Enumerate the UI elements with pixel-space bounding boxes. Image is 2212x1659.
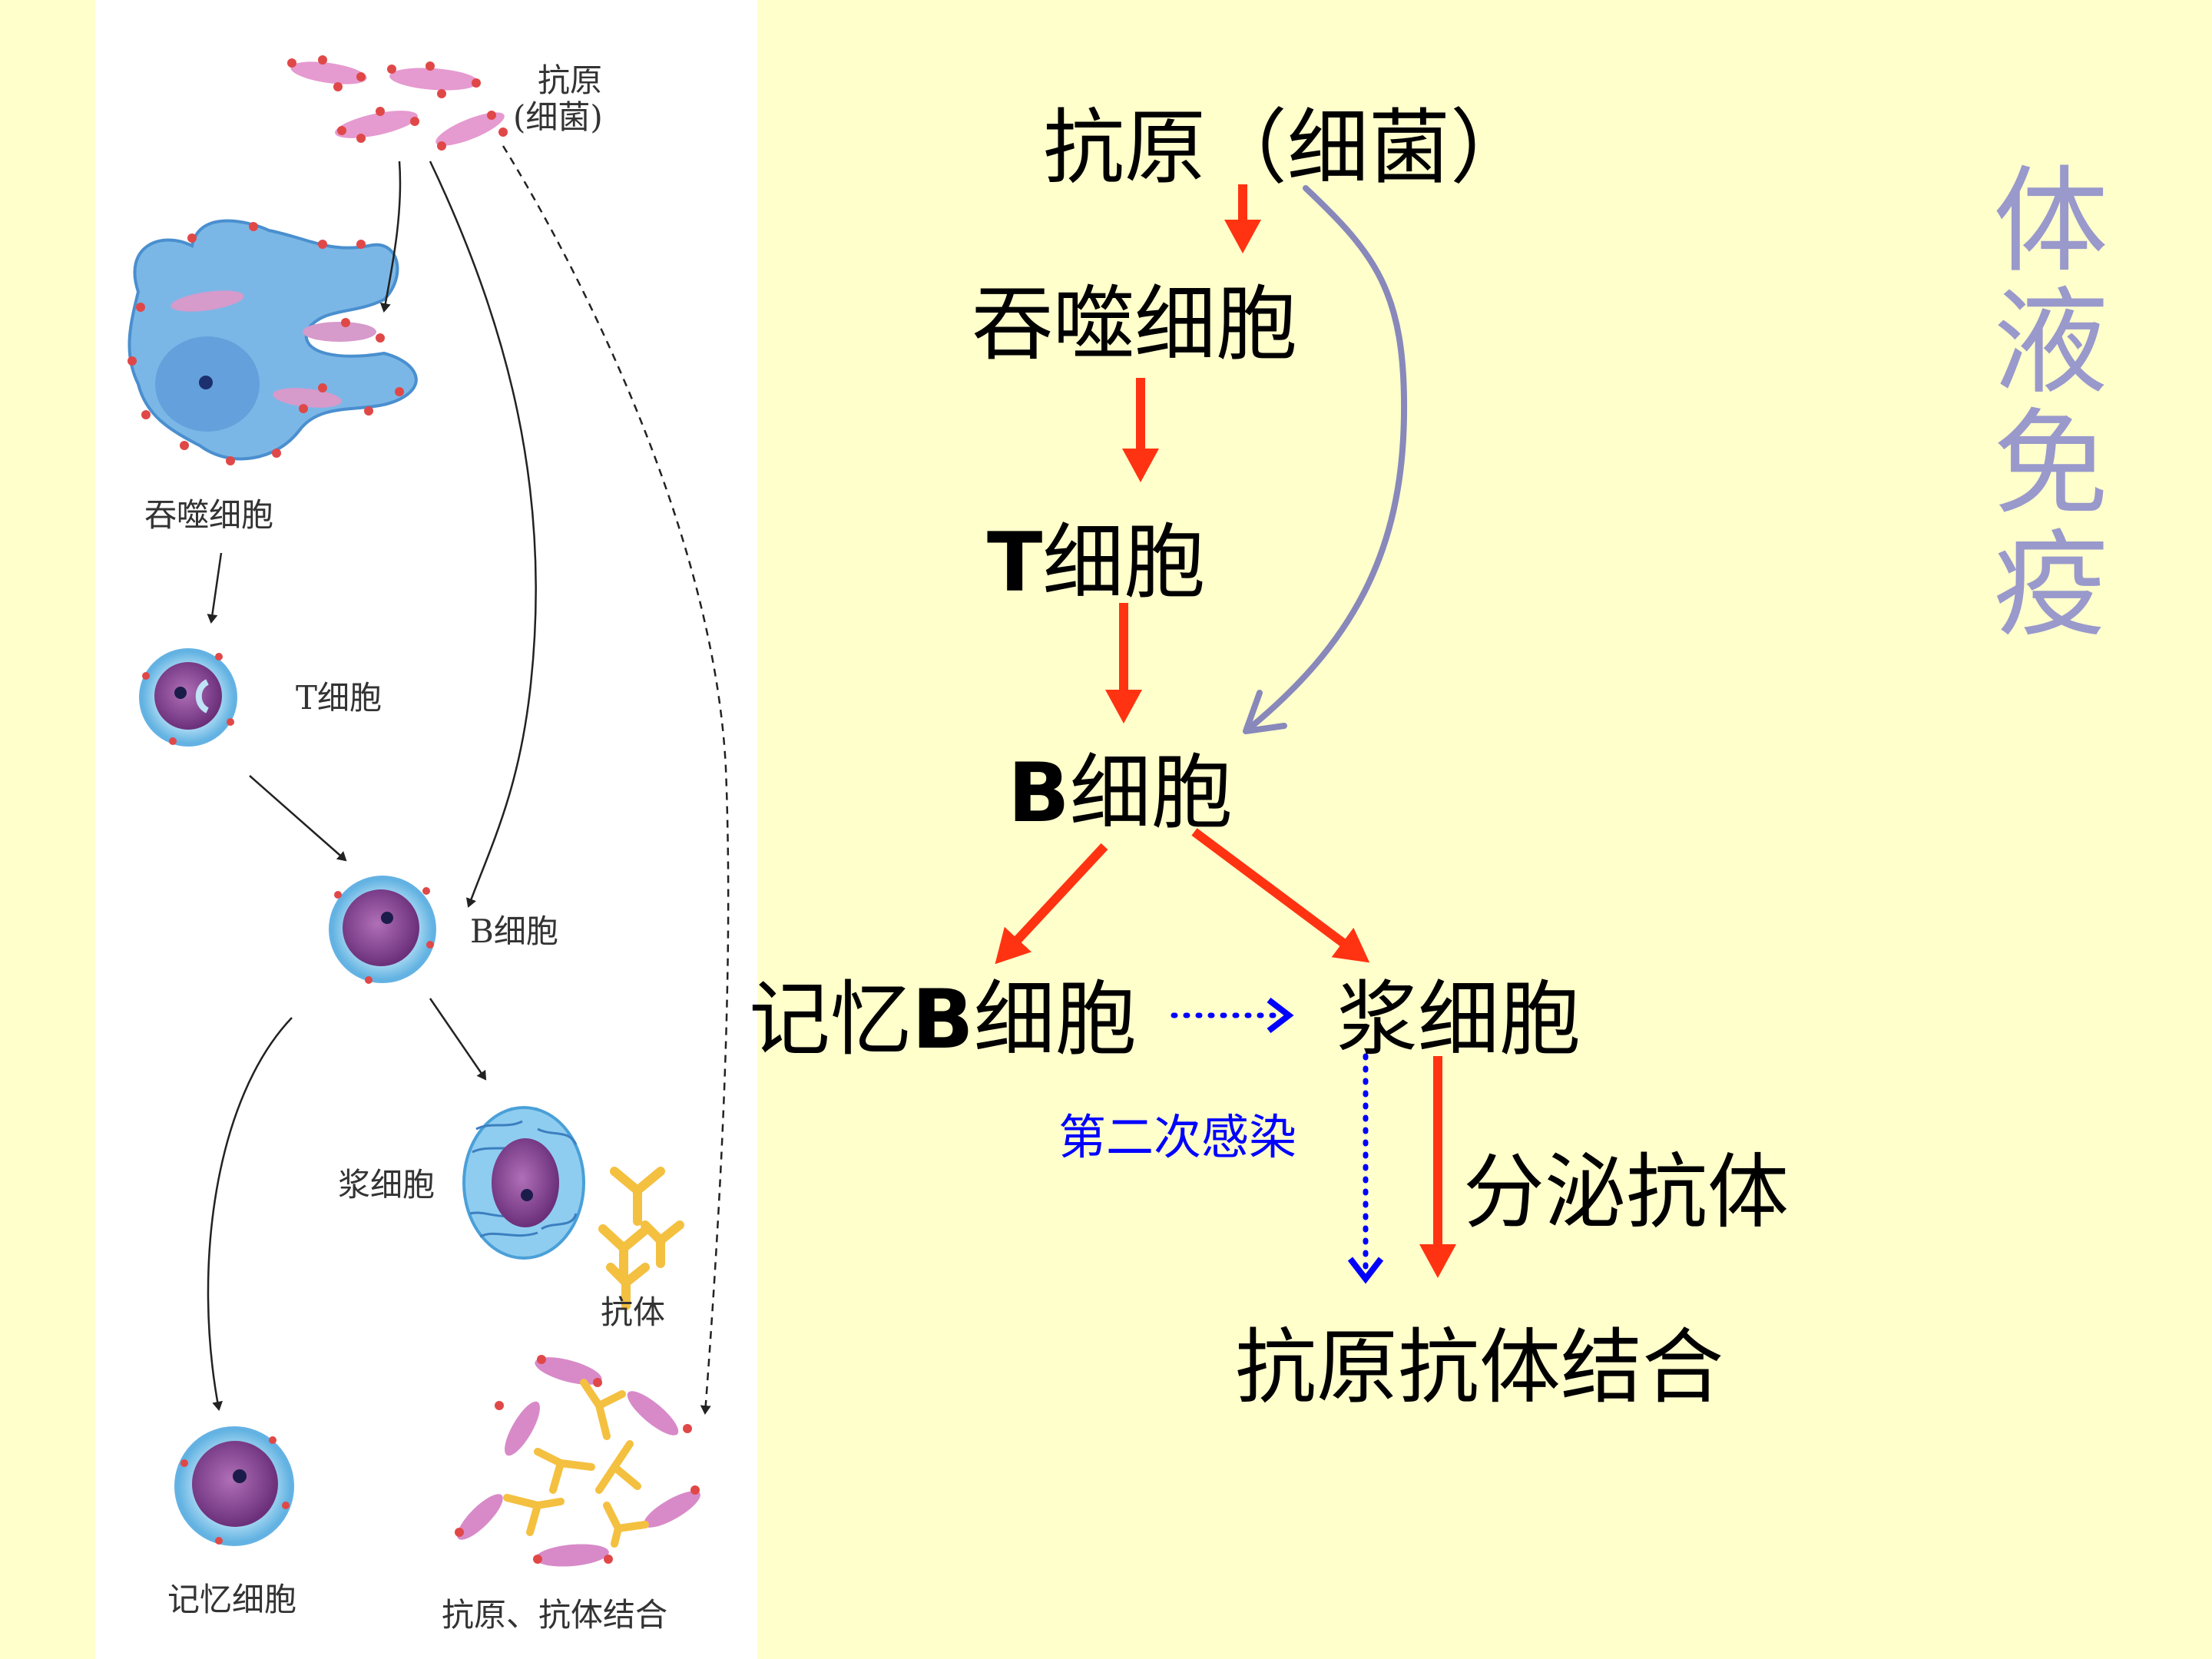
fig-label-antigen: 抗原 <box>538 61 603 99</box>
arrow-b-cell-to-plasma <box>1191 828 1370 963</box>
b-cell-icon <box>329 876 436 984</box>
slide-title: 体液免疫 <box>1992 155 2108 653</box>
fig-label-antigen-bacteria: (细菌) <box>513 98 603 136</box>
fig-label-phagocyte: 吞噬细胞 <box>144 496 274 534</box>
antibody-icon <box>598 1167 684 1310</box>
fig-label-plasma-cell: 浆细胞 <box>338 1166 435 1204</box>
label-secrete-antibody: 分泌抗体 <box>1463 1145 1789 1240</box>
node-antigen: 抗原（细菌） <box>1043 101 1532 195</box>
node-memory-b-cell: 记忆B细胞 <box>749 972 1137 1067</box>
label-second-infection: 第二次感染 <box>1058 1109 1297 1165</box>
t-cell-icon <box>139 648 237 747</box>
fig-label-antigen-antibody-binding: 抗原、抗体结合 <box>442 1596 668 1634</box>
phagocyte-icon <box>127 219 418 465</box>
node-t-cell: T细胞 <box>987 515 1206 610</box>
illustration-arrows <box>207 145 730 1415</box>
node-b-cell: B细胞 <box>1008 746 1233 840</box>
node-plasma-cell: 浆细胞 <box>1336 972 1581 1067</box>
fig-label-memory-cell: 记忆细胞 <box>167 1581 297 1618</box>
plasma-cell-icon <box>462 1106 585 1260</box>
arrow-b-cell-to-memory <box>995 843 1108 965</box>
node-antigen-antibody-binding: 抗原抗体结合 <box>1235 1320 1724 1415</box>
antigen-antibody-complex-icon <box>455 1355 700 1567</box>
fig-label-b-cell: B细胞 <box>470 912 558 950</box>
bacteria-group-icon <box>287 55 508 151</box>
memory-cell-icon <box>174 1426 294 1546</box>
fig-label-antibody: 抗体 <box>601 1293 666 1331</box>
arrow-antigen-direct-to-b-cell <box>1243 185 1408 734</box>
node-phagocyte: 吞噬细胞 <box>972 277 1297 372</box>
fig-label-t-cell: T细胞 <box>296 679 382 717</box>
